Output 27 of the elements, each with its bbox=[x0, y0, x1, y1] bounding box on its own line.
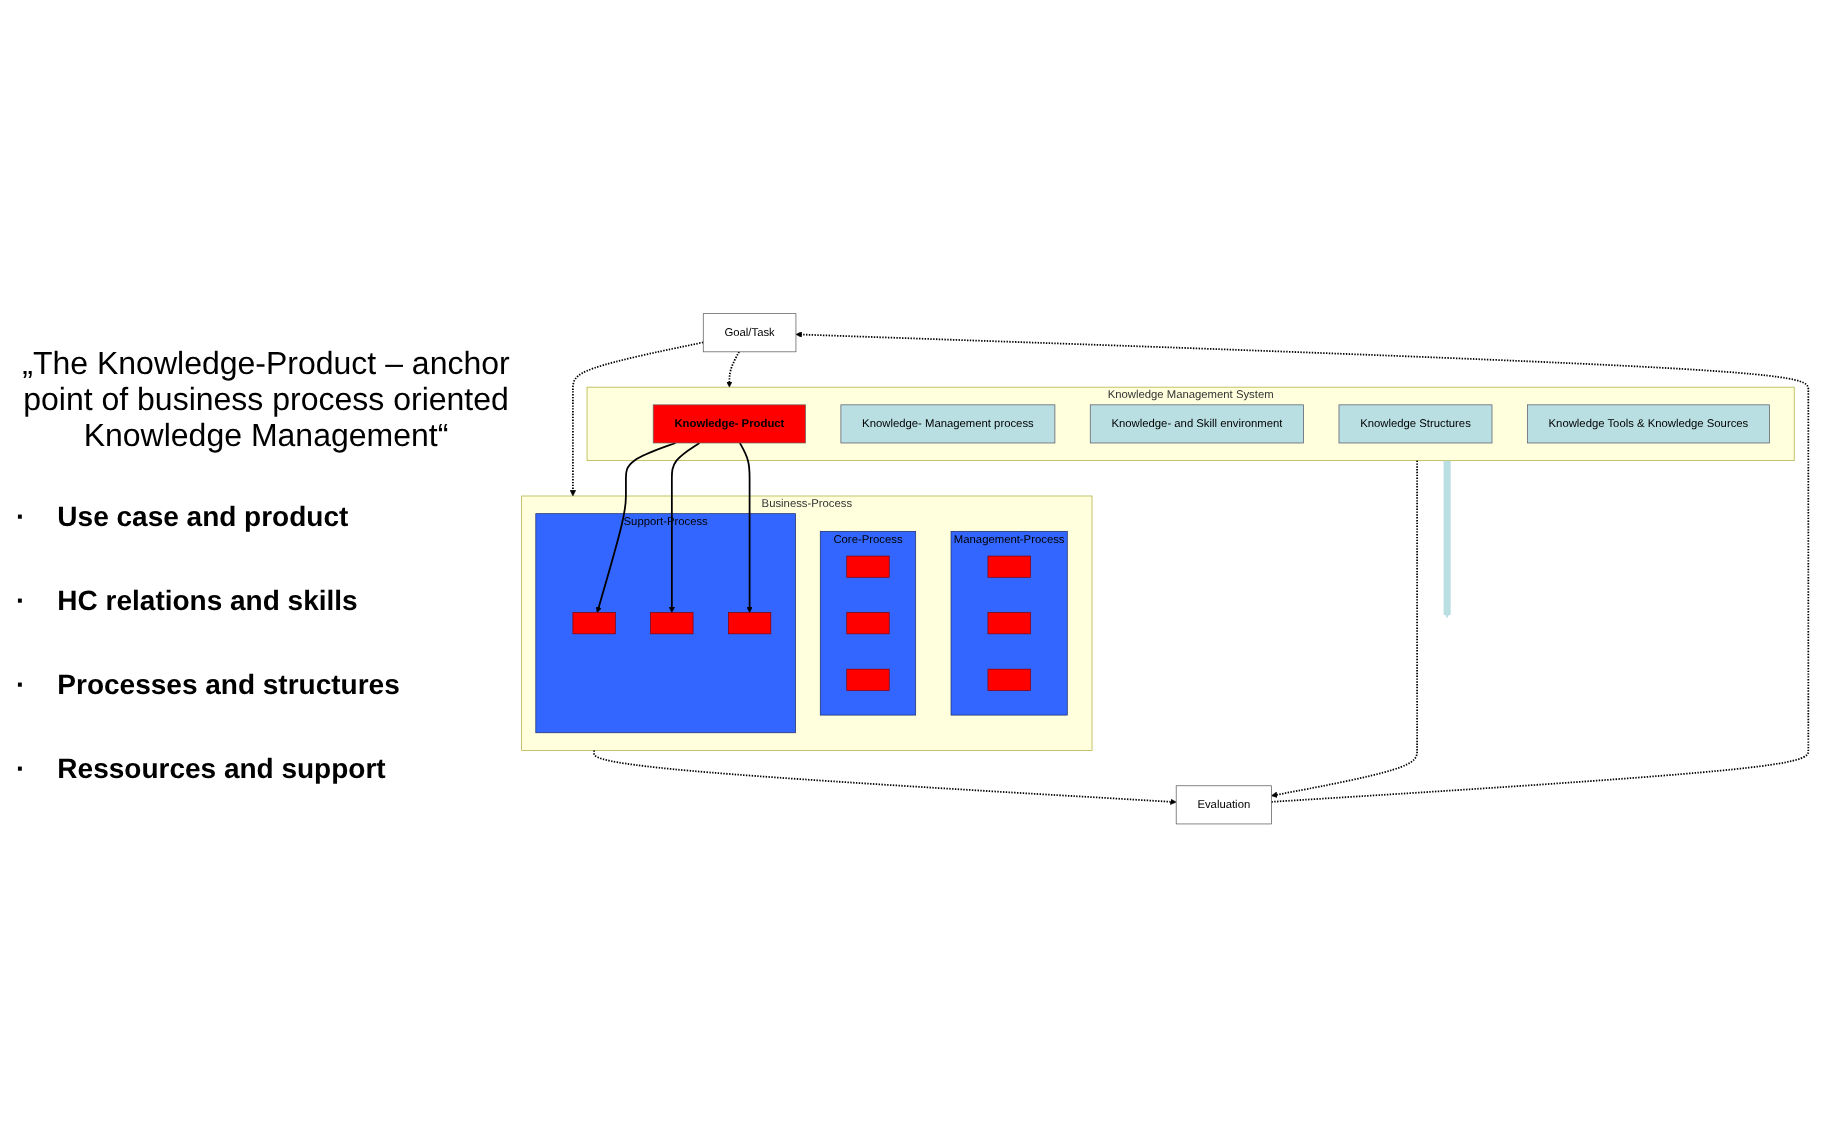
node-box bbox=[846, 669, 890, 691]
node-box bbox=[572, 612, 616, 635]
arrow bbox=[593, 749, 1177, 806]
arrow bbox=[1271, 459, 1418, 798]
bullet-mark: · bbox=[16, 499, 26, 531]
node-box bbox=[650, 612, 694, 635]
bullet-item: Ressources and support bbox=[57, 751, 386, 783]
arrow bbox=[668, 442, 701, 614]
node-box bbox=[987, 612, 1031, 635]
bullet-mark: · bbox=[16, 667, 26, 699]
arrow bbox=[1443, 460, 1451, 619]
node-box bbox=[846, 555, 890, 578]
quote-text: „The Knowledge-Product – anchor point of business process oriented Knowledge Management“ bbox=[20, 347, 512, 455]
bullet-item: HC relations and skills bbox=[57, 583, 358, 615]
node-box bbox=[846, 612, 890, 635]
node-box bbox=[728, 612, 772, 635]
bullet-mark: · bbox=[16, 583, 26, 615]
bullet-mark: · bbox=[16, 751, 26, 783]
arrow bbox=[739, 442, 753, 614]
arrow bbox=[595, 442, 677, 614]
bullet-item: Use case and product bbox=[57, 499, 349, 531]
arrow bbox=[726, 351, 740, 388]
arrow bbox=[795, 331, 1810, 803]
arrow bbox=[569, 341, 705, 497]
node-box bbox=[987, 669, 1031, 691]
node-box bbox=[987, 555, 1031, 578]
bullet-item: Processes and structures bbox=[57, 667, 400, 699]
